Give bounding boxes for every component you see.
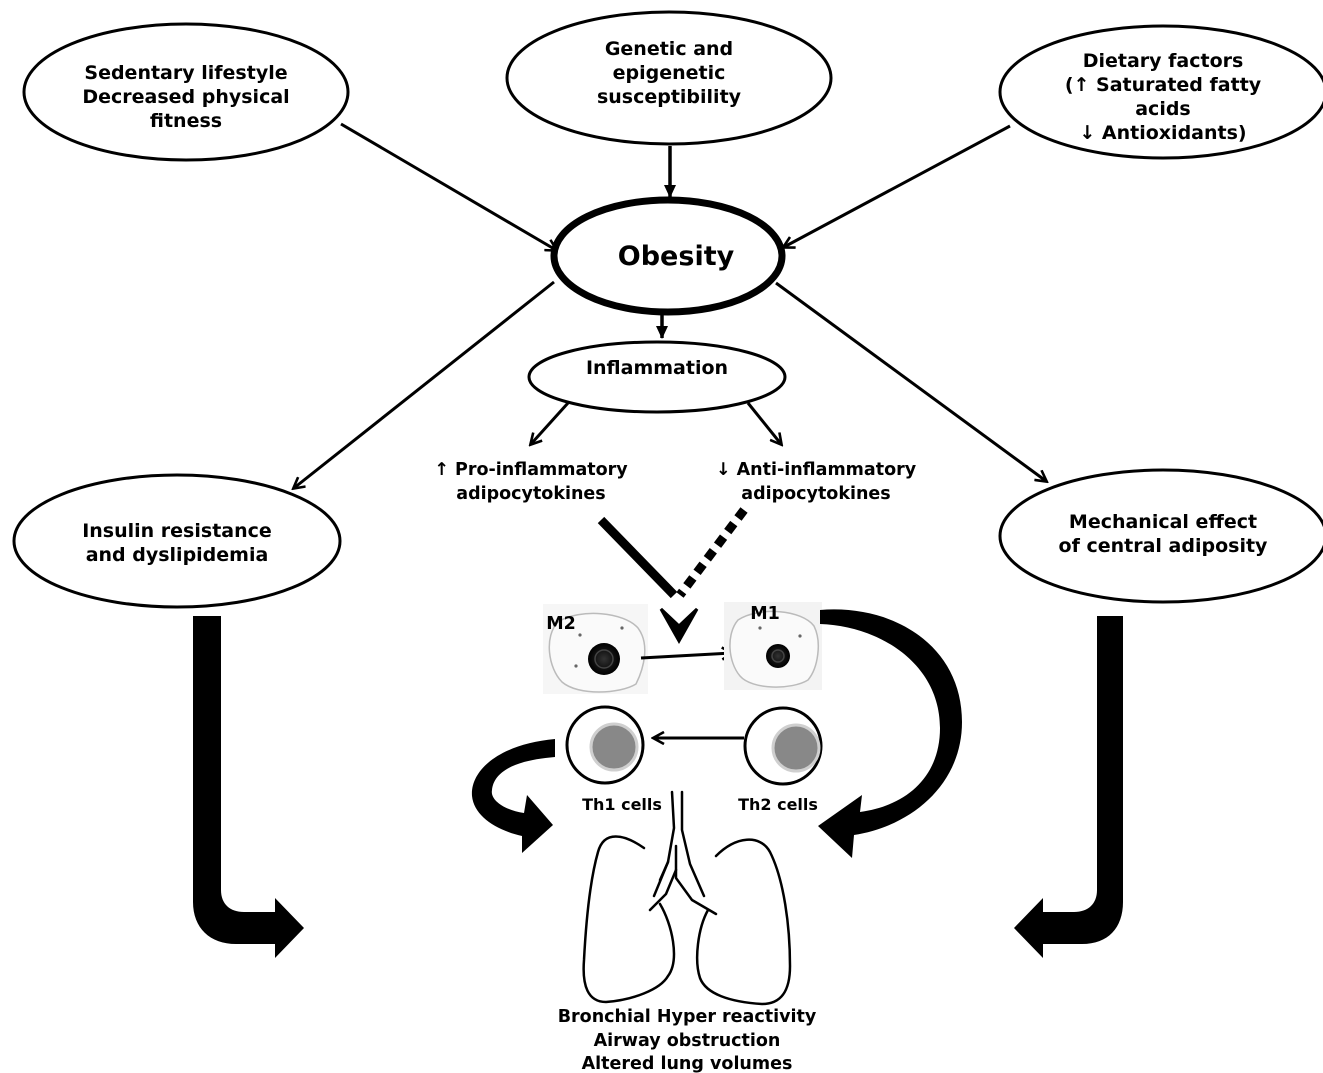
dietary-node: Dietary factors (↑ Saturated fatty acids… xyxy=(998,24,1323,160)
inflammation-label: Inflammation xyxy=(586,357,728,379)
sedentary-line-2: Decreased physical xyxy=(82,86,289,108)
anti-line-1: ↓ Anti-inflammatory xyxy=(716,460,917,480)
outcomes-label: Bronchial Hyper reactivity Airway obstru… xyxy=(558,1007,817,1073)
dietary-line-2: (↑ Saturated fatty xyxy=(1065,74,1262,96)
m1-label: M1 xyxy=(750,604,780,624)
mechanical-line-2: of central adiposity xyxy=(1059,535,1269,557)
genetic-node: Genetic and epigenetic susceptibility xyxy=(505,10,833,146)
arrow-inflammation-anti xyxy=(746,402,781,444)
arrow-sedentary-obesity xyxy=(340,122,556,250)
convergence-arrowhead xyxy=(659,607,699,645)
arrow-m2-m1 xyxy=(640,653,732,658)
sedentary-node: Sedentary lifestyle Decreased physical f… xyxy=(22,22,350,162)
m2-label: M2 xyxy=(546,614,576,634)
arrow-dietary-obesity xyxy=(784,124,1011,247)
insulin-line-2: and dyslipidemia xyxy=(86,544,269,566)
dietary-line-3: acids xyxy=(1135,98,1191,120)
sedentary-line-3: fitness xyxy=(150,110,222,132)
arrow-obesity-mechanical xyxy=(775,281,1046,481)
obesity-label: Obesity xyxy=(618,241,735,272)
arrow-insulin-to-lungs xyxy=(193,616,304,958)
th2-label: Th2 cells xyxy=(738,795,818,814)
sedentary-line-1: Sedentary lifestyle xyxy=(84,62,287,84)
arrow-obesity-insulin xyxy=(294,280,555,488)
arrow-inflammation-pro xyxy=(531,401,570,444)
mechanical-node: Mechanical effect of central adiposity xyxy=(998,468,1323,604)
dietary-line-1: Dietary factors xyxy=(1083,50,1244,72)
anti-stimulus-dotted-line xyxy=(676,507,748,598)
m2-macrophage: M2 xyxy=(543,604,648,694)
insulin-node: Insulin resistance and dyslipidemia xyxy=(12,473,342,609)
m1-macrophage: M1 xyxy=(724,602,822,690)
pro-inflammatory-label: ↑ Pro-inflammatory adipocytokines xyxy=(434,460,628,504)
outcome-line-3: Altered lung volumes xyxy=(582,1054,793,1073)
genetic-line-2: epigenetic xyxy=(613,62,726,84)
outcome-line-2: Airway obstruction xyxy=(594,1031,781,1051)
pro-line-1: ↑ Pro-inflammatory xyxy=(434,460,628,480)
mechanical-line-1: Mechanical effect xyxy=(1069,511,1257,533)
insulin-line-1: Insulin resistance xyxy=(82,520,272,542)
pro-stimulus-line xyxy=(597,516,678,599)
inflammation-node: Inflammation xyxy=(527,340,787,414)
anti-inflammatory-label: ↓ Anti-inflammatory adipocytokines xyxy=(716,460,917,504)
obesity-node: Obesity xyxy=(550,196,786,316)
lungs-illustration xyxy=(582,790,792,1006)
th1-cell: Th1 cells xyxy=(565,705,662,814)
arrow-m1-to-lungs xyxy=(818,609,962,858)
arrow-mechanical-to-lungs xyxy=(1014,616,1123,958)
th2-cell: Th2 cells xyxy=(738,706,823,814)
anti-line-2: adipocytokines xyxy=(741,484,890,504)
arrow-th1-to-lungs xyxy=(471,739,555,853)
dietary-line-4: ↓ Antioxidants) xyxy=(1079,122,1246,144)
genetic-line-3: susceptibility xyxy=(597,86,742,108)
outcome-line-1: Bronchial Hyper reactivity xyxy=(558,1007,817,1027)
pro-line-2: adipocytokines xyxy=(456,484,605,504)
th1-label: Th1 cells xyxy=(582,795,662,814)
genetic-line-1: Genetic and xyxy=(605,38,733,60)
